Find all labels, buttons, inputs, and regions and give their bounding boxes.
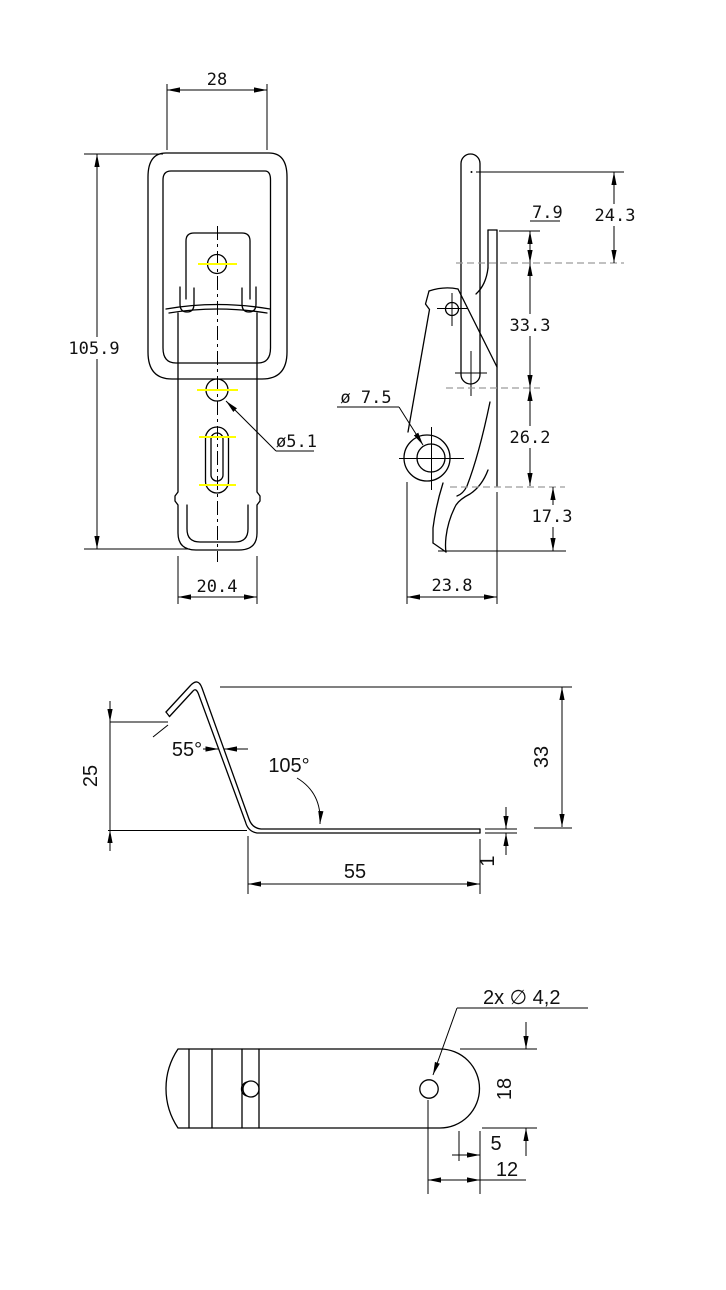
dim-hook-tip-angle: 55° [172,739,202,761]
front-view: 28 105.9 20.4 ø5.1 [68,70,317,604]
hook-edge-lower [168,689,481,834]
bail-outer-outline [147,152,288,380]
lever-right-edge [457,288,498,368]
dim-side-pivot-hole-dia: ø 7.5 [340,388,391,408]
angle-leader [296,777,324,825]
dim-side-mid-height: 33.3 [510,316,551,336]
label-backing [68,337,121,359]
hook-edge-upper [165,681,481,830]
slot-inner [210,432,224,482]
leader-line [398,406,424,446]
dim-front-height: 105.9 [68,339,119,359]
dim-plate-edge-distance: 5 [490,1133,501,1155]
base-plate-left-curl [475,267,489,295]
dim-hook-bend-angle: 105° [268,755,309,777]
label-backing [528,505,577,527]
bottom-fold-inner [186,504,249,543]
label-backing [590,204,640,226]
plate-view: 2x ∅ 4,2 18 5 12 [165,987,588,1194]
dim-side-tail-height: 17.3 [532,507,573,527]
plate-hole-left [242,1080,260,1098]
dim-front-bottom-width: 20.4 [197,577,238,597]
tail-outer-edge [432,482,444,544]
label-backing [505,314,555,336]
dim-hook-base-length: 55 [344,861,366,883]
lever-top-edge [428,287,459,292]
angle-vertex-tick [152,724,169,738]
bail-inner-outline [162,170,272,364]
keeper-wing-right [241,286,257,313]
lever-lower-right-edge [456,401,491,497]
dim-side-lip-height: 7.9 [532,203,563,223]
latch-tab [185,232,251,300]
plate-outline [165,1048,481,1129]
leader-line [432,1007,458,1076]
dim-hook-total-height: 33 [531,746,553,768]
dim-front-top-width: 28 [207,70,227,90]
slot-outer [204,426,230,494]
dim-plate-hole-distance: 12 [496,1159,518,1181]
bail-top-center-mark [470,171,473,173]
dim-side-lower-height: 26.2 [510,428,551,448]
bail-side-profile [460,153,481,385]
hook-view: 25 33 1 55 55° 105° [80,681,572,894]
dim-plate-holes-note: 2x ∅ 4,2 [483,987,560,1009]
body-rolled-edge-2 [168,308,268,314]
leader-line [225,400,277,452]
body-rolled-edge-1 [165,303,271,310]
dim-side-top-height: 24.3 [595,206,636,226]
plate-hole-left-crescent [240,1081,248,1097]
keeper-wing-left [179,286,195,313]
dim-hook-height: 25 [80,765,102,787]
plate-hole-right [419,1079,439,1099]
dim-side-depth: 23.8 [432,576,473,596]
tail-inner-edge [444,469,489,553]
lever-left-edge [407,290,431,433]
dim-plate-width: 18 [494,1078,516,1100]
label-backing [505,426,555,448]
side-view: 7.9 24.3 33.3 26.2 17.3 23.8 ø 7.5 [337,153,640,604]
hook-tip-cap [165,711,171,718]
latch-body-outline [174,312,261,551]
dim-front-hole-dia: ø5.1 [276,432,317,452]
dim-hook-thickness: 1 [477,855,499,866]
